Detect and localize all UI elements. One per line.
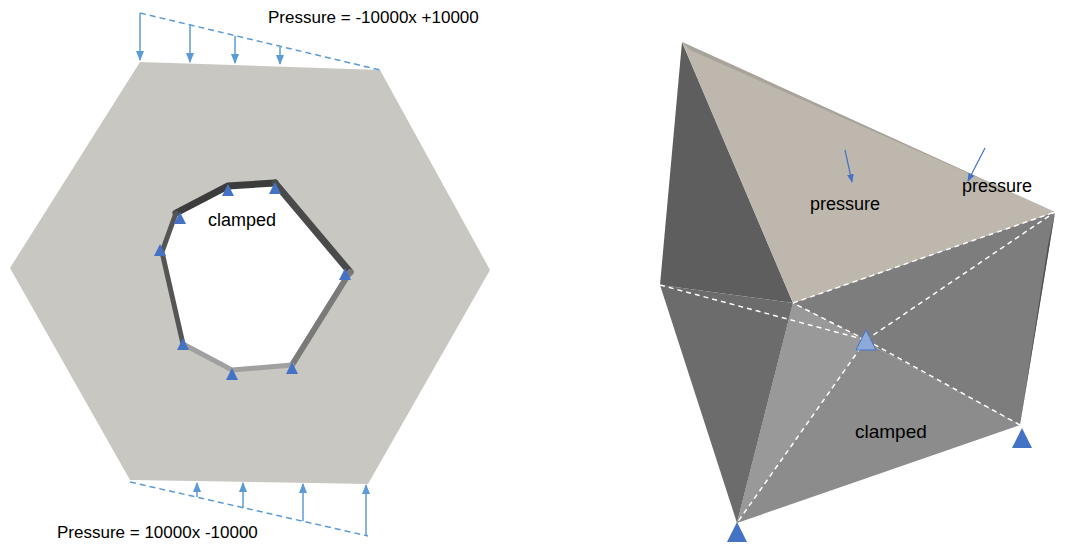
- clamp-supports-3d: [727, 330, 1032, 542]
- load-label: pressure: [810, 194, 880, 215]
- boundary-label: clamped: [208, 210, 276, 231]
- hidden-edges: [660, 212, 1055, 523]
- pressure-formula: Pressure = 10000x -10000: [57, 523, 258, 543]
- hole-rim: [162, 183, 350, 370]
- clamp-supports: [154, 182, 351, 380]
- load-label: pressure: [962, 176, 1032, 197]
- boundary-label: clamped: [855, 421, 927, 443]
- polyhedron: [660, 42, 1055, 523]
- pressure-formula: Pressure = -10000x +10000: [268, 8, 479, 28]
- hexagon-plate: [10, 62, 490, 484]
- hole: [162, 183, 350, 370]
